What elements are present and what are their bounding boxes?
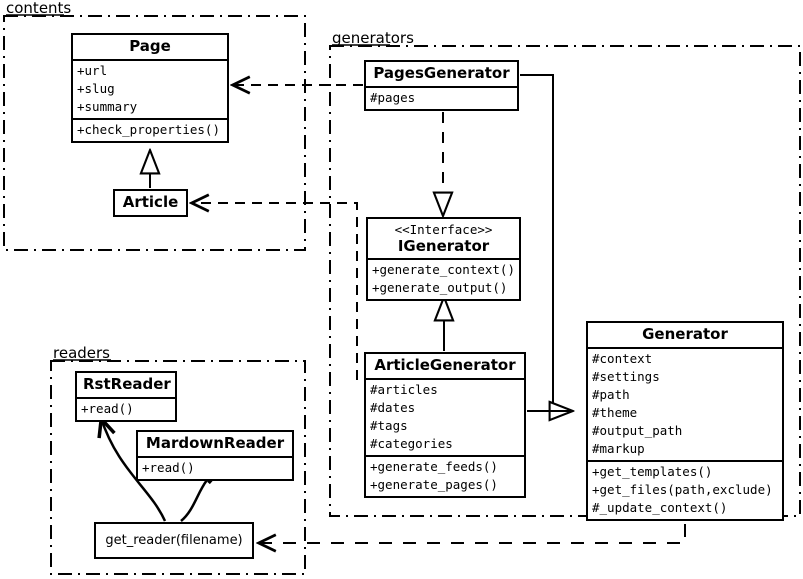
methods-compartment: +get_templates() +get_files(path,exclude… (588, 462, 782, 519)
compartment-divider (366, 454, 524, 457)
function-box-get-reader[interactable]: get_reader(filename) (94, 522, 254, 559)
attributes-compartment: #context #settings #path #theme #output_… (588, 349, 782, 460)
attribute-row: #articles (370, 381, 438, 397)
method-row: +generate_output() (372, 280, 508, 296)
attribute-row: +summary (77, 98, 138, 114)
class-name-igenerator: <<Interface>> IGenerator (368, 219, 519, 258)
class-name-page: Page (129, 37, 171, 55)
compartment-divider (368, 258, 519, 261)
uml-class-pagesgenerator[interactable]: PagesGenerator #pages (364, 60, 519, 111)
uml-class-igenerator[interactable]: <<Interface>> IGenerator +generate_conte… (366, 217, 521, 302)
attribute-row: #context (592, 350, 653, 366)
method-row: +generate_pages() (370, 476, 498, 492)
function-label: get_reader(filename) (105, 533, 243, 548)
attribute-row: #settings (592, 368, 660, 384)
methods-compartment: +read() (77, 399, 175, 420)
compartment-divider (73, 58, 227, 61)
attribute-row: #pages (370, 89, 416, 105)
compartment-divider (588, 459, 782, 462)
uml-class-page[interactable]: Page +url +slug +summary +check_properti… (71, 33, 229, 143)
method-row: +read() (81, 400, 134, 416)
compartment-divider (366, 85, 517, 88)
methods-compartment: +read() (138, 458, 292, 479)
compartment-divider (73, 117, 227, 120)
attribute-row: #markup (592, 440, 645, 456)
method-row: +get_templates() (592, 463, 713, 479)
method-row: +check_properties() (77, 121, 220, 137)
package-label-contents: contents (6, 0, 72, 17)
class-name-generator: Generator (642, 325, 728, 343)
attributes-compartment: #articles #dates #tags #categories (366, 380, 524, 455)
compartment-divider (588, 346, 782, 349)
attribute-row: #output_path (592, 422, 683, 438)
method-row: +read() (142, 459, 195, 475)
uml-class-article[interactable]: Article (113, 189, 188, 217)
compartment-divider (138, 455, 292, 458)
class-stereotype-interface: <<Interface>> (394, 222, 493, 237)
package-label-generators: generators (332, 29, 414, 47)
package-label-readers: readers (53, 344, 110, 362)
attribute-row: #theme (592, 404, 638, 420)
method-row: #_update_context() (592, 499, 728, 515)
attribute-row: #categories (370, 435, 453, 451)
methods-compartment: +check_properties() (73, 120, 227, 141)
class-name-article: Article (122, 193, 179, 211)
compartment-divider (77, 396, 175, 399)
uml-class-rstreader[interactable]: RstReader +read() (75, 371, 177, 422)
attributes-compartment: +url +slug +summary (73, 61, 227, 118)
class-name-label: IGenerator (397, 236, 490, 255)
method-row: +generate_context() (372, 262, 515, 278)
attribute-row: +url (77, 62, 108, 78)
uml-class-generator[interactable]: Generator #context #settings #path #them… (586, 321, 784, 521)
methods-compartment: +generate_feeds() +generate_pages() (366, 457, 524, 496)
method-row: +generate_feeds() (370, 458, 498, 474)
attributes-compartment: #pages (366, 88, 517, 109)
attribute-row: #path (592, 386, 630, 402)
method-row: +get_files(path,exclude) (592, 481, 773, 497)
attribute-row: #tags (370, 417, 408, 433)
compartment-divider (366, 377, 524, 380)
uml-class-mardownreader[interactable]: MardownReader +read() (136, 430, 294, 481)
class-name-pagesgenerator: PagesGenerator (373, 64, 510, 82)
class-name-rstreader: RstReader (83, 375, 171, 393)
class-name-mardownreader: MardownReader (145, 434, 285, 452)
uml-class-articlegenerator[interactable]: ArticleGenerator #articles #dates #tags … (364, 352, 526, 498)
methods-compartment: +generate_context() +generate_output() (368, 260, 519, 299)
attribute-row: #dates (370, 399, 416, 415)
class-name-articlegenerator: ArticleGenerator (374, 356, 516, 374)
connector-articlegenerator-to-article (191, 203, 358, 380)
connector-pagesgenerator-to-generator (520, 74, 573, 411)
attribute-row: +slug (77, 80, 115, 96)
